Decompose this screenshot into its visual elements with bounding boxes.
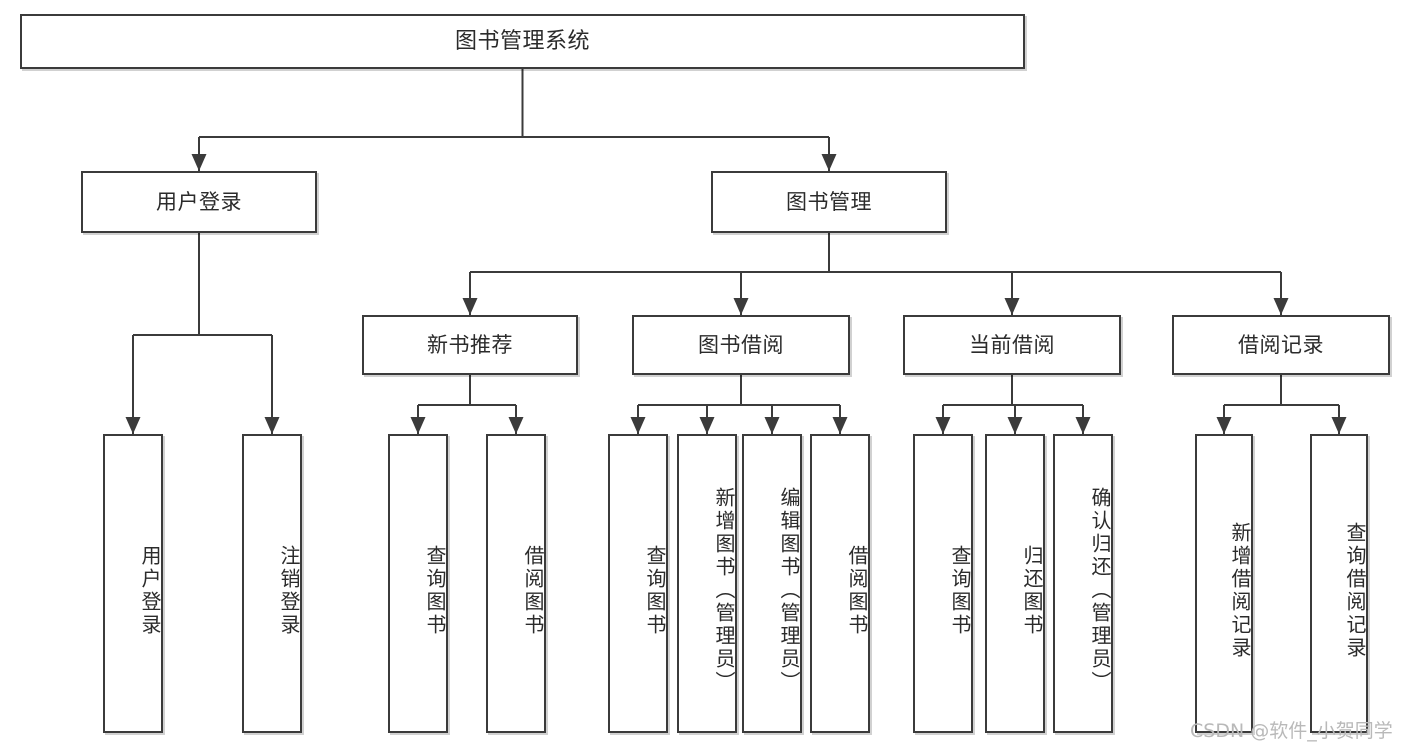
node-leaf-query-1[interactable]: 查询图书 [388, 434, 448, 733]
node-label-leaf-query-3: 查询图书 [948, 544, 972, 637]
node-label-leaf-confirm: 确认归还（管理员） [1088, 487, 1112, 694]
node-label-borrow-record: 借阅记录 [1238, 332, 1324, 357]
arrowhead-icon [508, 417, 524, 434]
arrowhead-icon [410, 417, 426, 434]
node-leaf-return[interactable]: 归还图书 [985, 434, 1045, 733]
node-label-current-borrow: 当前借阅 [969, 332, 1055, 357]
node-leaf-query-rec[interactable]: 查询借阅记录 [1310, 434, 1368, 733]
node-leaf-edit-book[interactable]: 编辑图书（管理员） [742, 434, 802, 733]
node-leaf-borrow-1[interactable]: 借阅图书 [486, 434, 546, 733]
arrowhead-icon [1273, 298, 1289, 315]
arrowhead-icon [264, 417, 280, 434]
node-label-new-book-rec: 新书推荐 [427, 332, 513, 357]
arrowhead-icon [1007, 417, 1023, 434]
node-leaf-logout[interactable]: 注销登录 [242, 434, 302, 733]
arrowhead-icon [733, 298, 749, 315]
node-borrow-record[interactable]: 借阅记录 [1172, 315, 1390, 375]
node-root[interactable]: 图书管理系统 [20, 14, 1025, 69]
node-label-leaf-edit-book: 编辑图书（管理员） [777, 487, 801, 694]
node-leaf-query-3[interactable]: 查询图书 [913, 434, 973, 733]
arrowhead-icon [832, 417, 848, 434]
arrowhead-icon [191, 154, 207, 171]
arrowhead-icon [1075, 417, 1091, 434]
arrowhead-icon [699, 417, 715, 434]
node-label-leaf-borrow-2: 借阅图书 [845, 544, 869, 637]
arrowhead-icon [630, 417, 646, 434]
node-leaf-query-2[interactable]: 查询图书 [608, 434, 668, 733]
node-new-book-rec[interactable]: 新书推荐 [362, 315, 578, 375]
node-leaf-confirm[interactable]: 确认归还（管理员） [1053, 434, 1113, 733]
node-label-leaf-query-1: 查询图书 [423, 544, 447, 637]
arrowhead-icon [1004, 298, 1020, 315]
node-label-leaf-borrow-1: 借阅图书 [521, 544, 545, 637]
node-book-manage[interactable]: 图书管理 [711, 171, 947, 233]
node-label-leaf-add-book: 新增图书（管理员） [712, 487, 736, 694]
node-user-login[interactable]: 用户登录 [81, 171, 317, 233]
node-label-leaf-query-2: 查询图书 [643, 544, 667, 637]
node-book-borrow[interactable]: 图书借阅 [632, 315, 850, 375]
arrowhead-icon [125, 417, 141, 434]
arrowhead-icon [821, 154, 837, 171]
arrowhead-icon [1216, 417, 1232, 434]
node-label-user-login: 用户登录 [156, 189, 242, 214]
node-current-borrow[interactable]: 当前借阅 [903, 315, 1121, 375]
node-leaf-add-book[interactable]: 新增图书（管理员） [677, 434, 737, 733]
node-leaf-add-rec[interactable]: 新增借阅记录 [1195, 434, 1253, 733]
node-label-root: 图书管理系统 [454, 28, 590, 54]
node-leaf-user-login[interactable]: 用户登录 [103, 434, 163, 733]
node-label-leaf-query-rec: 查询借阅记录 [1343, 521, 1367, 660]
node-label-book-manage: 图书管理 [786, 189, 872, 214]
node-leaf-borrow-2[interactable]: 借阅图书 [810, 434, 870, 733]
arrowhead-icon [1331, 417, 1347, 434]
arrowhead-icon [462, 298, 478, 315]
node-label-book-borrow: 图书借阅 [698, 332, 784, 357]
node-label-leaf-return: 归还图书 [1020, 544, 1044, 637]
arrowhead-icon [935, 417, 951, 434]
node-label-leaf-logout: 注销登录 [277, 544, 301, 637]
node-label-leaf-user-login: 用户登录 [138, 544, 162, 637]
node-label-leaf-add-rec: 新增借阅记录 [1228, 521, 1252, 660]
arrowhead-icon [764, 417, 780, 434]
